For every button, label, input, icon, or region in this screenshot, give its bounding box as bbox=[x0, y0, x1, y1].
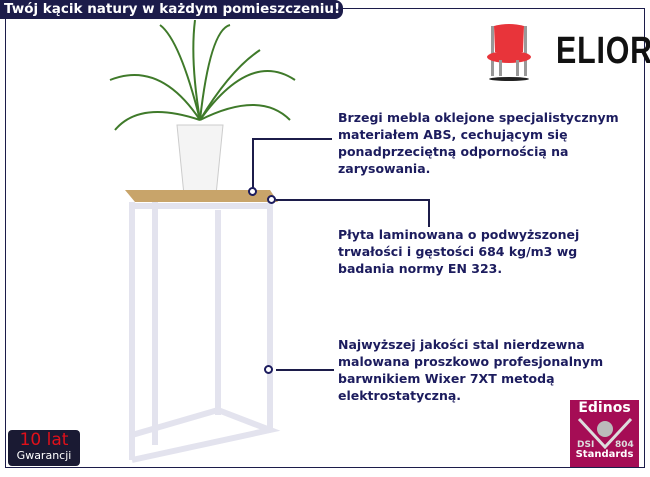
feature-line: trwałości i gęstości 684 kg/m3 wg bbox=[338, 244, 578, 259]
feature-line: ponadprzeciętną odpornością na bbox=[338, 144, 569, 159]
certificate-v-icon: DSI 804 bbox=[577, 417, 634, 449]
feature-edges: Brzegi mebla oklejone specjalistycznym m… bbox=[338, 109, 643, 177]
certificate-name: Edinos bbox=[578, 400, 631, 416]
leader-line-1h bbox=[252, 138, 332, 140]
leader-line-1 bbox=[252, 138, 254, 190]
page-title: Twój kącik natury w każdym pomieszczeniu… bbox=[0, 0, 343, 19]
feature-line: Brzegi mebla oklejone specjalistycznym bbox=[338, 110, 619, 125]
leader-line-2v bbox=[428, 199, 430, 227]
warranty-label: Gwarancji bbox=[16, 449, 72, 462]
feature-steel: Najwyższej jakości stal nierdzewna malow… bbox=[338, 336, 643, 404]
feature-line: malowana proszkowo profesjonalnym bbox=[338, 354, 604, 369]
leader-line-3 bbox=[276, 369, 334, 371]
feature-board: Płyta laminowana o podwyższonej trwałośc… bbox=[338, 226, 643, 277]
chair-icon bbox=[487, 24, 531, 81]
callout-dot-1 bbox=[248, 187, 257, 196]
certificate-right: 804 bbox=[615, 440, 634, 449]
certificate-left: DSI bbox=[577, 440, 594, 449]
feature-line: materiałem ABS, cechującym się bbox=[338, 127, 568, 142]
feature-line: badania normy EN 323. bbox=[338, 261, 503, 276]
feature-line: barwnikiem Wixer 7XT metodą bbox=[338, 371, 555, 386]
plant-stand-image bbox=[109, 20, 296, 463]
feature-line: elektrostatyczną. bbox=[338, 388, 462, 403]
warranty-badge: 10 lat Gwarancji bbox=[8, 430, 80, 466]
certificate-label: Standards bbox=[575, 449, 634, 460]
callout-dot-2 bbox=[267, 195, 276, 204]
feature-line: Najwyższej jakości stal nierdzewna bbox=[338, 337, 585, 352]
brand-name: ELIOR bbox=[556, 30, 650, 72]
leader-line-2 bbox=[276, 199, 428, 201]
certificate-badge: Edinos DSI 804 Standards bbox=[570, 400, 639, 467]
feature-line: Płyta laminowana o podwyższonej bbox=[338, 227, 580, 242]
feature-line: zarysowania. bbox=[338, 161, 431, 176]
callout-dot-3 bbox=[264, 365, 273, 374]
warranty-years: 10 lat bbox=[19, 430, 69, 450]
